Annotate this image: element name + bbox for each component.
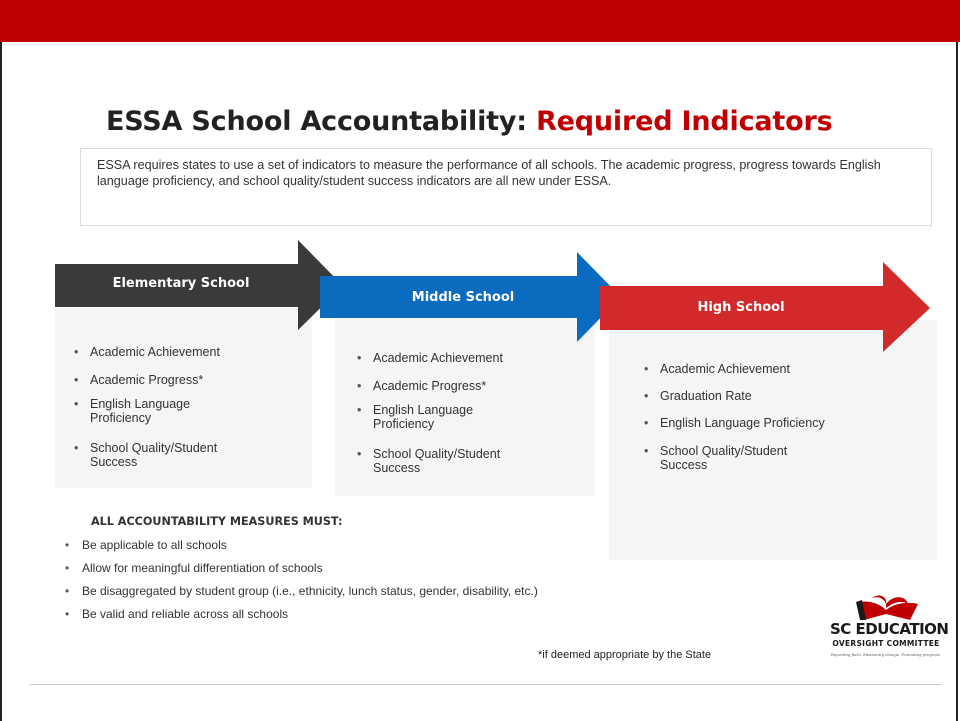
list-item: Be applicable to all schools [62,538,538,561]
list-item: Academic Progress* [72,373,312,397]
title-accent: Required Indicators [536,106,833,137]
list-item: Be disaggregated by student group (i.e.,… [62,584,538,607]
elementary-school-label: Elementary School [112,276,250,291]
list-item: Academic Achievement [72,345,312,373]
logo-name: SC EDUCATION [830,620,949,638]
footnote: *if deemed appropriate by the State [538,649,712,661]
list-item: English Language Proficiency [642,416,937,444]
middle-panel: Academic Achievement Academic Progress* … [335,318,595,496]
high-panel: Academic Achievement Graduation Rate Eng… [609,320,937,560]
elementary-panel: Academic Achievement Academic Progress* … [55,308,312,488]
intro-box: ESSA requires states to use a set of ind… [80,148,932,226]
logo-subtitle: OVERSIGHT COMMITTEE [832,639,940,648]
list-item: Academic Progress* [355,379,595,403]
sc-eoc-logo: SC EDUCATION OVERSIGHT COMMITTEE Reporti… [830,590,949,678]
list-item: School Quality/Student Success [72,441,250,469]
intro-text: ESSA requires states to use a set of ind… [97,158,881,188]
list-item: Academic Achievement [642,362,937,389]
middle-school-label: Middle School [411,290,515,305]
footer-divider [30,684,942,685]
apple-logo-icon [856,595,918,620]
elementary-arrow [55,240,343,330]
list-item: Allow for meaningful differentiation of … [62,561,538,584]
list-item: English Language Proficiency [72,397,220,441]
measures-heading: ALL ACCOUNTABILITY MEASURES MUST: [91,515,343,528]
high-school-label: High School [697,300,785,315]
logo-tagline: Reporting facts. Measuring change. Promo… [831,652,941,657]
high-arrow [600,262,930,352]
list-item: School Quality/Student Success [642,444,830,472]
list-item: English Language Proficiency [355,403,503,447]
slide-title: ESSA School Accountability: Required Ind… [106,106,833,137]
top-banner [0,0,960,42]
title-main: ESSA School Accountability: [106,106,537,137]
middle-arrow [320,252,621,342]
list-item: Academic Achievement [355,351,595,379]
list-item: School Quality/Student Success [355,447,533,475]
list-item: Graduation Rate [642,389,937,416]
measures-list: Be applicable to all schools Allow for m… [62,538,538,630]
list-item: Be valid and reliable across all schools [62,607,538,630]
